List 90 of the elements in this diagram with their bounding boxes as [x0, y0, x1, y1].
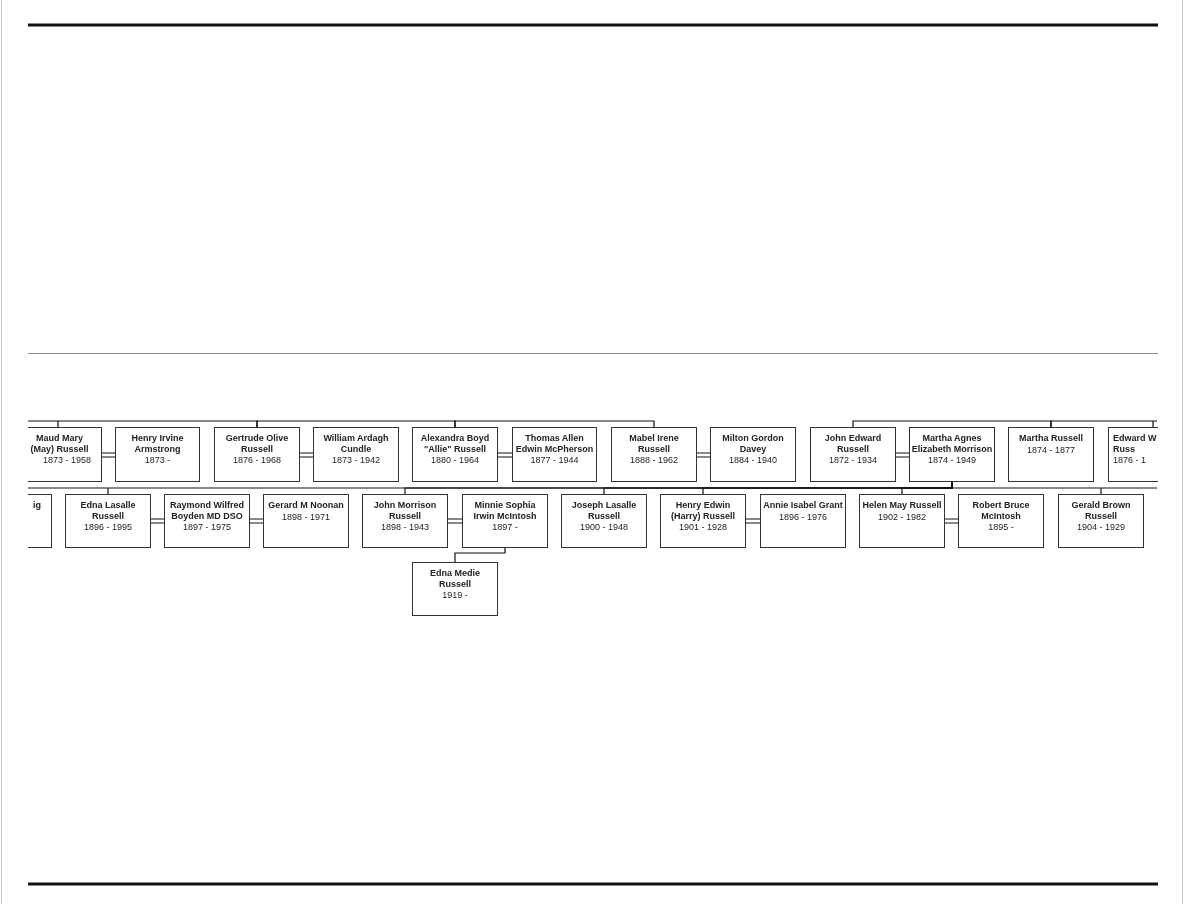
- person-box: [958, 494, 1044, 548]
- life-dates: 1873 - 1942: [331, 455, 380, 466]
- marriage-line: [497, 452, 513, 458]
- sibling-line: [256, 420, 456, 428]
- person-name: Maud Mary (May) Russell: [29, 433, 90, 454]
- sibling-line: [27, 420, 258, 428]
- person-name: Thomas Allen Edwin McPherson: [514, 433, 595, 454]
- person-name: Martha Russell: [1019, 433, 1083, 444]
- person-name: Edna Lasalle Russell: [79, 500, 137, 521]
- marriage-line: [150, 518, 165, 524]
- person-box: [362, 494, 448, 548]
- person-name: William Ardagh Cundle: [322, 433, 390, 454]
- life-dates: 1873 - 1958: [42, 455, 91, 466]
- person-box: [660, 494, 746, 548]
- life-dates: 1898 - 1971: [281, 511, 330, 522]
- life-dates: 1877 - 1944: [530, 455, 579, 466]
- life-dates: 1904 - 1929: [1076, 522, 1125, 533]
- person-name: Gertrude Olive Russell: [224, 433, 290, 454]
- person-name: Edward W Russ: [1113, 433, 1158, 454]
- life-dates: 1874 - 1877: [1026, 444, 1075, 455]
- life-dates: 1876 - 1: [1113, 455, 1147, 466]
- life-dates: 1880 - 1964: [430, 455, 479, 466]
- marriage-line: [447, 518, 463, 524]
- sibling-line: [852, 420, 1052, 428]
- person-name: John Morrison Russell: [372, 500, 438, 521]
- person-name: Gerard M Noonan: [268, 500, 344, 511]
- life-dates: 1919 -: [442, 590, 468, 601]
- person-box: [1058, 494, 1144, 548]
- person-box: [462, 494, 548, 548]
- person-box: [512, 427, 597, 482]
- person-name: Helen May Russell: [862, 500, 942, 511]
- person-name: John Edward Russell: [823, 433, 883, 454]
- person-name: Joseph Lasalle Russell: [570, 500, 638, 521]
- person-box: [214, 427, 300, 482]
- person-box: [859, 494, 945, 548]
- person-box: [412, 427, 498, 482]
- person-box: [412, 562, 498, 616]
- person-name: Raymond Wilfred Boyden MD DSO: [169, 500, 245, 521]
- marriage-line: [895, 452, 910, 458]
- life-dates: 1898 - 1943: [380, 522, 429, 533]
- life-dates: 1895 -: [988, 522, 1014, 533]
- person-name: Annie Isabel Grant: [763, 500, 843, 511]
- marriage-line: [249, 518, 264, 524]
- person-box: [28, 427, 102, 482]
- life-dates: 1901 - 1928: [678, 522, 727, 533]
- life-dates: 1888 - 1962: [629, 455, 678, 466]
- person-name: Henry Edwin (Harry) Russell: [670, 500, 736, 521]
- person-name: Robert Bruce McIntosh: [971, 500, 1031, 521]
- person-box: [611, 427, 697, 482]
- person-box: [561, 494, 647, 548]
- person-box: [1108, 427, 1158, 482]
- person-box: [1008, 427, 1094, 482]
- person-name: Martha Agnes Elizabeth Morrison: [910, 433, 994, 454]
- life-dates: 1873 -: [144, 455, 171, 466]
- person-name: Henry Irvine Armstrong: [130, 433, 185, 454]
- person-name: Milton Gordon Davey: [721, 433, 785, 454]
- life-dates: 1896 - 1995: [83, 522, 132, 533]
- person-name: ig: [33, 500, 41, 511]
- person-name: Mabel Irene Russell: [628, 433, 680, 454]
- life-dates: 1897 -: [492, 522, 518, 533]
- person-box: [909, 427, 995, 482]
- life-dates: 1900 - 1948: [579, 522, 628, 533]
- person-box: [164, 494, 250, 548]
- person-name: Edna Medie Russell: [429, 568, 481, 589]
- life-dates: 1876 - 1968: [232, 455, 281, 466]
- person-box: [710, 427, 796, 482]
- person-box: [313, 427, 399, 482]
- descent-line: [454, 547, 506, 563]
- person-name: Minnie Sophia Irwin McIntosh: [472, 500, 538, 521]
- person-name: Gerald Brown Russell: [1070, 500, 1132, 521]
- person-box: [65, 494, 151, 548]
- life-dates: 1874 - 1949: [927, 455, 976, 466]
- marriage-line: [944, 518, 959, 524]
- life-dates: 1884 - 1940: [728, 455, 777, 466]
- life-dates: 1872 - 1934: [828, 455, 877, 466]
- person-box: [115, 427, 200, 482]
- person-box: [28, 494, 52, 548]
- marriage-line: [696, 452, 711, 458]
- life-dates: 1897 - 1975: [182, 522, 231, 533]
- person-box: [263, 494, 349, 548]
- marriage-line: [745, 518, 761, 524]
- marriage-line: [101, 452, 116, 458]
- person-box: [760, 494, 846, 548]
- sibling-line: [1050, 420, 1158, 428]
- marriage-line: [299, 452, 314, 458]
- person-box: [810, 427, 896, 482]
- sibling-line: [454, 420, 655, 428]
- life-dates: 1902 - 1982: [877, 511, 926, 522]
- life-dates: 1896 - 1976: [778, 511, 827, 522]
- person-name: Alexandra Boyd "Allie" Russell: [419, 433, 491, 454]
